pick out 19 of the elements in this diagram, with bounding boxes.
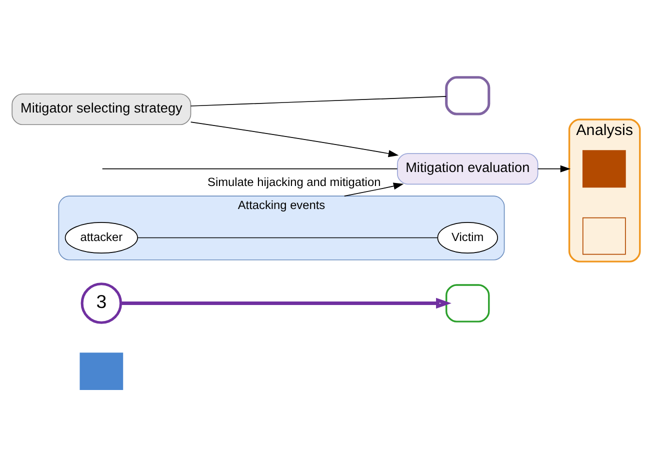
connector	[190, 96, 447, 106]
arrow	[120, 297, 452, 308]
node-box	[445, 76, 490, 115]
node-circle: 3	[80, 282, 122, 324]
node-box: Mitigation evaluation	[397, 152, 538, 184]
node-box	[446, 284, 490, 322]
arrow	[537, 164, 571, 172]
node-box	[582, 150, 626, 188]
arrow	[190, 121, 399, 157]
connector	[102, 168, 398, 169]
node-box	[80, 352, 124, 390]
node-box: Mitigator selecting strategy	[12, 93, 192, 125]
node-ellipse: attacker	[64, 222, 138, 253]
connector	[137, 236, 438, 238]
node-ellipse: Victim	[437, 222, 498, 253]
edge-label: Simulate hijacking and mitigation	[208, 174, 381, 189]
node-box	[582, 216, 626, 254]
arrow	[344, 182, 404, 196]
cluster: Analysis	[568, 118, 641, 262]
